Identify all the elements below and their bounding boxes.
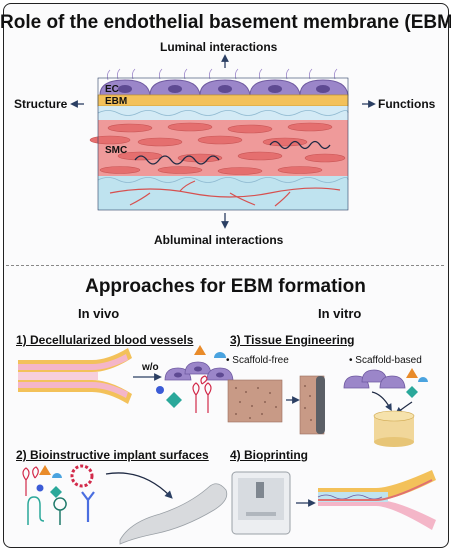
structure-label: Structure [14, 97, 68, 111]
abluminal-interactions-label: Abluminal interactions [154, 233, 284, 247]
endothelial-cells [99, 79, 349, 96]
in-vivo-heading: In vivo [78, 306, 120, 321]
decellularized-vessels-label: 1) Decellularized blood vessels [16, 333, 194, 347]
tissue-engineering-label: 3) Tissue Engineering [230, 333, 355, 347]
figure-title: Role of the endothelial basement membran… [0, 12, 451, 33]
ebm-layer [97, 94, 349, 107]
bioprinting-label: 4) Bioprinting [230, 448, 308, 462]
approaches-title: Approaches for EBM formation [85, 276, 366, 297]
tissue-engineering-art [227, 368, 428, 447]
implant-shape [119, 483, 228, 545]
decellularized-vessel-art [18, 345, 234, 413]
luminal-interactions-label: Luminal interactions [160, 40, 278, 54]
without-label: w/o [142, 362, 159, 373]
smc-label: SMC [105, 145, 128, 156]
ec-label: EC [105, 84, 119, 95]
implant-surfaces-label: 2) Bioinstructive implant surfaces [16, 448, 209, 462]
ebm-label: EBM [105, 96, 128, 107]
section-divider [6, 265, 444, 266]
scaffold-based-label: • Scaffold-based [349, 355, 422, 366]
functions-label: Functions [378, 97, 436, 111]
in-vitro-heading: In vitro [318, 306, 362, 321]
implant-surface-art [22, 464, 228, 545]
scaffold-free-label: • Scaffold-free [226, 355, 289, 366]
vessel-wall-diagram [70, 54, 376, 229]
bioprinting-art [231, 470, 436, 535]
